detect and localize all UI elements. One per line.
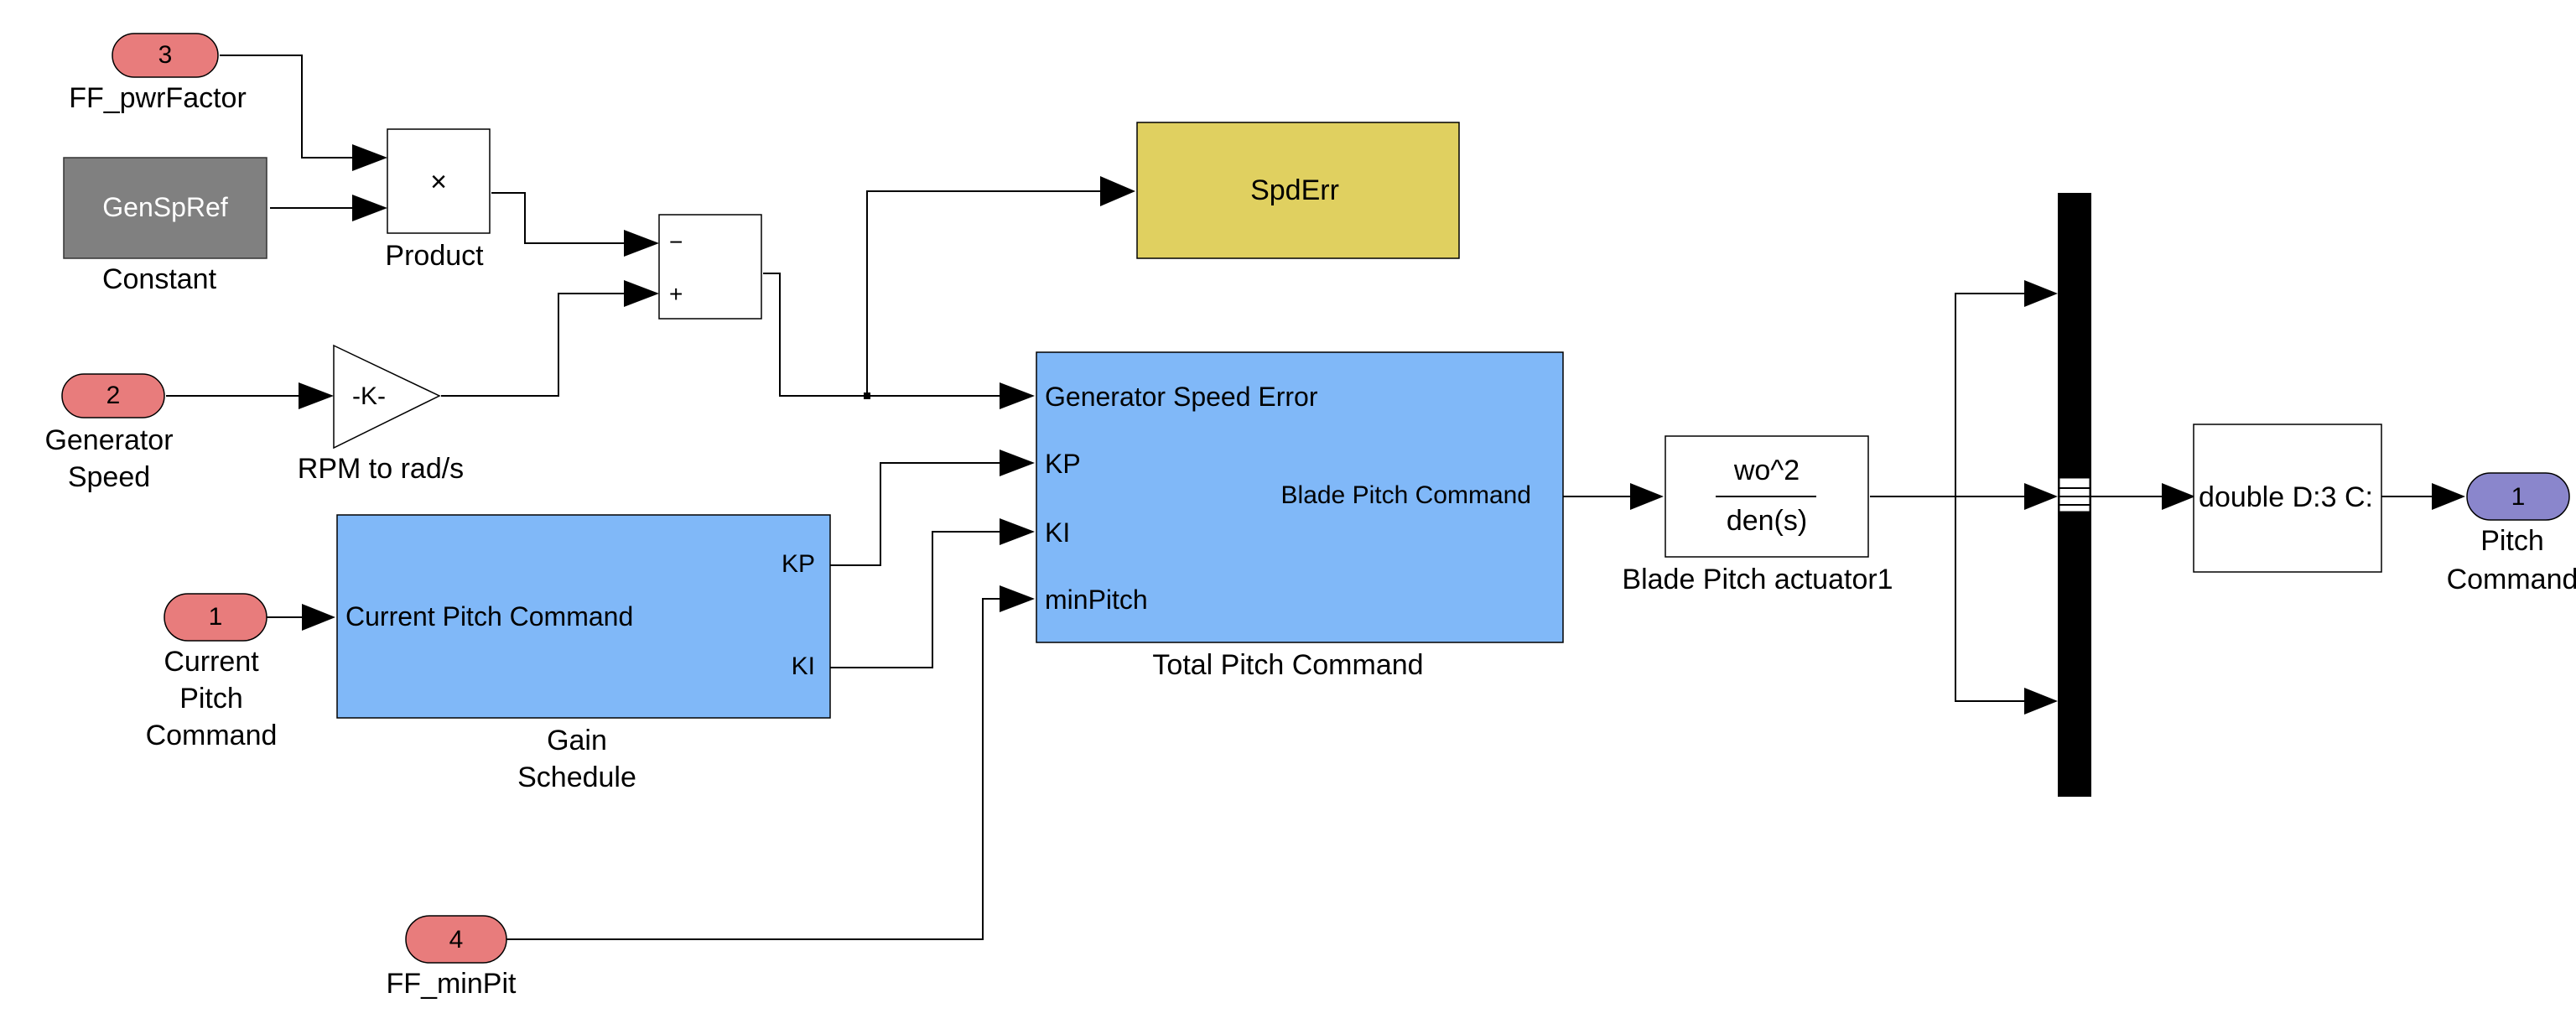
inport-shape xyxy=(164,593,267,642)
outport-label-line-1: Pitch xyxy=(2480,525,2544,557)
sum-plus-sign: + xyxy=(669,281,683,307)
product-symbol: × xyxy=(430,166,447,198)
sum-block[interactable]: − + xyxy=(658,214,762,320)
outport-shape xyxy=(2466,472,2570,521)
arrowhead xyxy=(2162,483,2195,510)
arrowhead xyxy=(352,195,387,221)
blade-pitch-actuator[interactable]: wo^2 den(s) Blade Pitch actuator1 xyxy=(1622,435,1893,595)
inport-label-line-3: Command xyxy=(146,720,278,751)
inport-label-line-1: Generator xyxy=(44,424,173,456)
arrowhead xyxy=(624,230,659,257)
total-pitch-shape xyxy=(1036,351,1564,643)
signal-lines xyxy=(166,55,2432,940)
product-shape xyxy=(387,128,491,234)
mux-block[interactable] xyxy=(2058,193,2091,797)
arrowhead xyxy=(624,280,659,307)
convert-shape xyxy=(2193,424,2382,573)
spderr-block[interactable]: SpdErr xyxy=(1136,122,1460,259)
line-actuator-branch-top xyxy=(1955,293,2024,496)
gain-schedule-label-line-2: Schedule xyxy=(517,762,636,793)
line-actuator-branch-bottom xyxy=(1955,496,2024,702)
line-gain-to-sum xyxy=(441,293,629,397)
product-label: Product xyxy=(385,240,484,272)
gain-schedule-label-line-1: Gain xyxy=(547,725,607,756)
inport-shape xyxy=(112,33,219,78)
outport-label-line-2: Command xyxy=(2447,564,2576,595)
spderr-shape xyxy=(1136,122,1460,259)
inport-ff-minpit[interactable]: 4 FF_minPit xyxy=(387,915,517,1000)
total-pitch-input-2: KP xyxy=(1045,449,1081,479)
arrowhead xyxy=(1000,450,1035,476)
gain-label: RPM to rad/s xyxy=(298,453,464,485)
line-product-to-sum xyxy=(491,192,629,244)
gain-text: -K- xyxy=(352,382,386,410)
arrowhead xyxy=(2024,280,2058,307)
line-ki xyxy=(830,531,1003,668)
inport-number: 1 xyxy=(209,603,223,631)
total-pitch-input-4: minPitch xyxy=(1045,585,1148,615)
inport-current-pitch[interactable]: 1 Current Pitch Command xyxy=(146,593,278,751)
arrowhead xyxy=(1100,176,1135,206)
line-minpit xyxy=(506,598,1003,940)
gain-schedule-shape xyxy=(336,514,831,719)
inport-label: FF_minPit xyxy=(387,968,517,1000)
gain-schedule-input-port: Current Pitch Command xyxy=(345,601,633,632)
inport-label-line-2: Pitch xyxy=(179,683,243,715)
line-sum-to-totalpitch xyxy=(763,273,1003,397)
actuator-numerator: wo^2 xyxy=(1733,455,1800,486)
branch-point xyxy=(864,392,870,399)
mux-port-indicator xyxy=(2059,477,2090,512)
constant-block[interactable]: GenSpRef Constant xyxy=(63,157,267,295)
arrowhead xyxy=(2024,483,2058,510)
arrowhead xyxy=(2432,483,2465,510)
inport-number: 2 xyxy=(106,382,121,409)
arrowhead xyxy=(302,604,335,631)
arrowhead xyxy=(1630,483,1664,510)
sum-minus-sign: − xyxy=(669,229,683,255)
gain-block[interactable]: -K- RPM to rad/s xyxy=(298,344,464,485)
sum-shape xyxy=(658,214,762,320)
inport-label: FF_pwrFactor xyxy=(69,82,247,114)
outport-number: 1 xyxy=(2511,483,2526,511)
total-pitch-input-3: KI xyxy=(1045,517,1070,548)
total-pitch-subsystem[interactable]: Generator Speed Error KP KI minPitch Bla… xyxy=(1036,351,1564,681)
data-type-conversion-block[interactable]: double D:3 C: xyxy=(2193,424,2382,573)
inport-label-line-1: Current xyxy=(164,646,259,678)
arrowheads xyxy=(299,144,2465,715)
gain-schedule-output-kp: KP xyxy=(782,550,815,578)
arrowhead xyxy=(299,382,334,409)
actuator-label: Blade Pitch actuator1 xyxy=(1622,564,1893,595)
inport-shape xyxy=(405,915,507,964)
spderr-text: SpdErr xyxy=(1250,174,1339,206)
arrowhead xyxy=(1000,585,1035,612)
product-block[interactable]: × Product xyxy=(385,128,491,272)
gain-schedule-output-ki: KI xyxy=(792,652,815,680)
outport-pitch-command[interactable]: 1 Pitch Command xyxy=(2447,472,2576,595)
inport-number: 3 xyxy=(158,41,173,69)
line-ffpwr-to-product xyxy=(220,55,361,159)
arrowhead xyxy=(1000,518,1035,545)
inport-ff-pwrfactor[interactable]: 3 FF_pwrFactor xyxy=(69,33,247,114)
line-kp xyxy=(830,462,1003,566)
inport-label-line-2: Speed xyxy=(68,461,150,493)
line-branch-to-spderr xyxy=(866,190,1100,396)
convert-text: double D:3 C: xyxy=(2199,481,2373,513)
constant-shape xyxy=(63,157,267,259)
inport-shape xyxy=(61,373,165,418)
constant-label: Constant xyxy=(102,263,217,295)
total-pitch-label: Total Pitch Command xyxy=(1152,649,1423,681)
inport-number: 4 xyxy=(449,926,464,954)
arrowhead xyxy=(352,144,387,171)
gain-schedule-subsystem[interactable]: Current Pitch Command KP KI Gain Schedul… xyxy=(336,514,831,793)
constant-value: GenSpRef xyxy=(102,192,228,222)
total-pitch-output: Blade Pitch Command xyxy=(1281,481,1531,509)
gain-shape xyxy=(333,344,441,450)
arrowhead xyxy=(1000,382,1035,409)
actuator-denominator: den(s) xyxy=(1727,505,1807,537)
total-pitch-input-1: Generator Speed Error xyxy=(1045,382,1318,412)
inport-generator-speed[interactable]: 2 Generator Speed xyxy=(44,373,174,493)
arrowhead xyxy=(2024,688,2058,715)
